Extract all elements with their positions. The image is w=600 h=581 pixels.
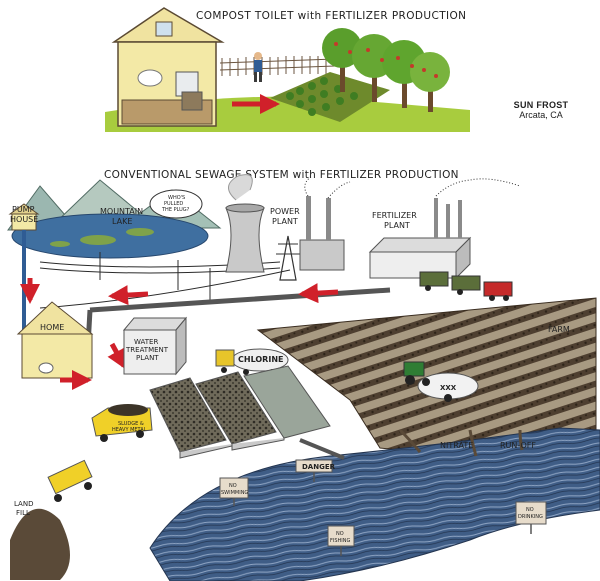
label-tanker: XXX bbox=[440, 384, 457, 392]
label-mountain-1: MOUNTAIN bbox=[100, 207, 143, 216]
label-no-swim-1: NO bbox=[229, 483, 237, 489]
arrow-pipe-down bbox=[107, 342, 127, 370]
label-landfill-1: LAND bbox=[14, 500, 33, 508]
settling-tanks bbox=[149, 365, 331, 459]
label-nitrate: NITRATE bbox=[440, 441, 473, 450]
label-fert-2: PLANT bbox=[384, 221, 410, 230]
water-treatment-plant bbox=[122, 316, 188, 376]
label-sludge-1: SLUDGE & bbox=[118, 421, 144, 427]
plug-sign bbox=[149, 189, 203, 219]
label-sign-1: WHO'S bbox=[168, 195, 185, 201]
gardener-figure bbox=[254, 52, 262, 82]
nitrate-runoff bbox=[398, 428, 524, 457]
arrow-pipe-left-2 bbox=[298, 283, 339, 304]
compost-toilet-scene: COMPOST TOILET with FERTILIZER PRODUCTIO… bbox=[105, 7, 470, 132]
mountain-lake bbox=[11, 213, 209, 259]
label-no-fish-2: FISHING bbox=[330, 538, 350, 544]
label-landfill-2: FILL bbox=[16, 509, 30, 517]
label-no-drink-1: NO bbox=[526, 507, 534, 513]
label-farm: FARM bbox=[548, 325, 570, 334]
label-danger: DANGER bbox=[302, 463, 336, 471]
arrow-pipe-left-1 bbox=[108, 285, 149, 306]
vegetable-garden bbox=[270, 72, 390, 122]
label-pump-house-1: PUMP bbox=[12, 205, 35, 214]
conventional-sewage-scene: CONVENTIONAL SEWAGE SYSTEM with FERTILIZ… bbox=[7, 169, 600, 581]
top-title: COMPOST TOILET with FERTILIZER PRODUCTIO… bbox=[196, 10, 466, 22]
credit-name: SUN FROST bbox=[513, 100, 569, 110]
label-fert-1: FERTILIZER bbox=[372, 211, 417, 220]
label-water-1: WATER bbox=[134, 338, 158, 346]
chlorine-truck bbox=[215, 348, 289, 375]
garden-fence bbox=[219, 56, 336, 76]
label-water-3: PLANT bbox=[136, 354, 159, 362]
cooling-tower bbox=[225, 174, 265, 273]
label-no-fish-1: NO bbox=[336, 531, 344, 537]
label-power-2: PLANT bbox=[272, 217, 298, 226]
label-chlorine: CHLORINE bbox=[238, 355, 283, 364]
credit-block: SUN FROST Arcata, CA bbox=[496, 100, 586, 120]
river bbox=[149, 427, 600, 581]
fertilizer-trucks bbox=[419, 271, 513, 301]
label-sign-3: THE PLUG? bbox=[161, 207, 190, 213]
label-no-swim-2: SWIMMING bbox=[221, 490, 248, 496]
label-home: HOME bbox=[40, 323, 64, 332]
bottom-title: CONVENTIONAL SEWAGE SYSTEM with FERTILIZ… bbox=[104, 169, 459, 181]
power-plant bbox=[276, 175, 351, 281]
orchard-trees bbox=[322, 28, 450, 112]
pump-house bbox=[8, 203, 40, 231]
label-sludge-2: HEAVY METAL bbox=[112, 427, 147, 433]
label-mountain-2: LAKE bbox=[112, 217, 132, 226]
credit-location: Arcata, CA bbox=[519, 110, 563, 120]
label-no-drink-2: DRINKING bbox=[518, 514, 543, 520]
label-runoff: RUN-OFF bbox=[500, 441, 536, 450]
label-water-2: TREATMENT bbox=[125, 346, 169, 354]
outfall-pipe bbox=[299, 438, 345, 460]
label-power-1: POWER bbox=[270, 207, 300, 216]
lake-islands bbox=[50, 228, 154, 247]
compost-house bbox=[111, 7, 225, 127]
home bbox=[16, 301, 94, 379]
landfill bbox=[10, 459, 93, 580]
sludge-truck bbox=[91, 404, 153, 442]
tractor-with-tanker bbox=[403, 361, 479, 402]
label-pump-house-2: HOUSE bbox=[10, 215, 38, 224]
label-sign-2: PULLED bbox=[164, 201, 183, 207]
sign-boards bbox=[219, 459, 547, 547]
